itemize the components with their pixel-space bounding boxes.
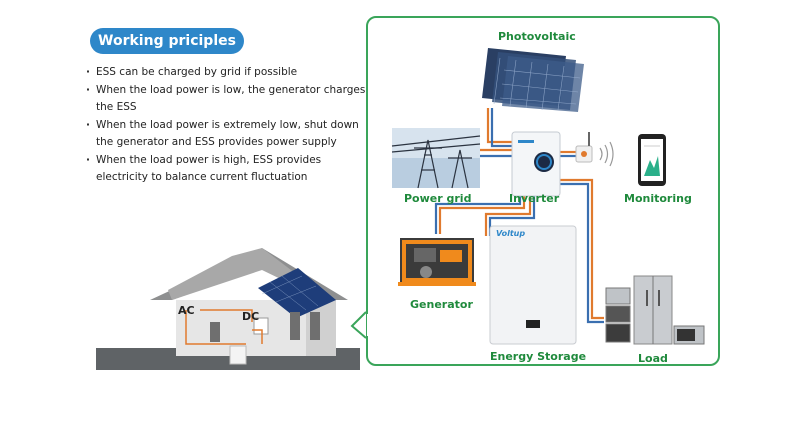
monitoring-label: Monitoring <box>624 192 692 205</box>
inverter-illustration <box>511 131 561 197</box>
power-grid-label: Power grid <box>404 192 472 205</box>
principle-item: When the load power is high, ESS provide… <box>86 152 368 187</box>
section-title-pill: Working priciples <box>90 28 244 54</box>
principle-item: When the load power is extremely low, sh… <box>86 117 368 152</box>
callout-pointer <box>350 311 367 339</box>
principles-list: ESS can be charged by grid if possible W… <box>86 64 368 187</box>
generator-label: Generator <box>410 298 473 311</box>
principle-item: When the load power is low, the generato… <box>86 82 368 117</box>
solar-panels-illustration <box>482 48 584 112</box>
house-ac-label: AC <box>178 304 195 317</box>
principle-item: ESS can be charged by grid if possible <box>86 64 368 82</box>
energy-storage-illustration <box>489 225 577 345</box>
connection-wires <box>434 108 604 324</box>
load-appliances-illustration <box>605 275 705 345</box>
house-illustration <box>96 248 360 370</box>
energy-storage-label: Energy Storage <box>490 350 587 363</box>
monitoring-phone-illustration <box>638 134 666 186</box>
photovoltaic-label: Photovoltaic <box>498 30 576 43</box>
power-grid-illustration <box>391 128 481 189</box>
load-label: Load <box>638 352 668 365</box>
wifi-module-illustration <box>575 132 614 167</box>
generator-illustration <box>398 238 476 286</box>
inverter-label: Inverter <box>509 192 560 205</box>
battery-brand-logo: Voltup <box>496 229 526 238</box>
house-dc-label: DC <box>242 310 260 323</box>
